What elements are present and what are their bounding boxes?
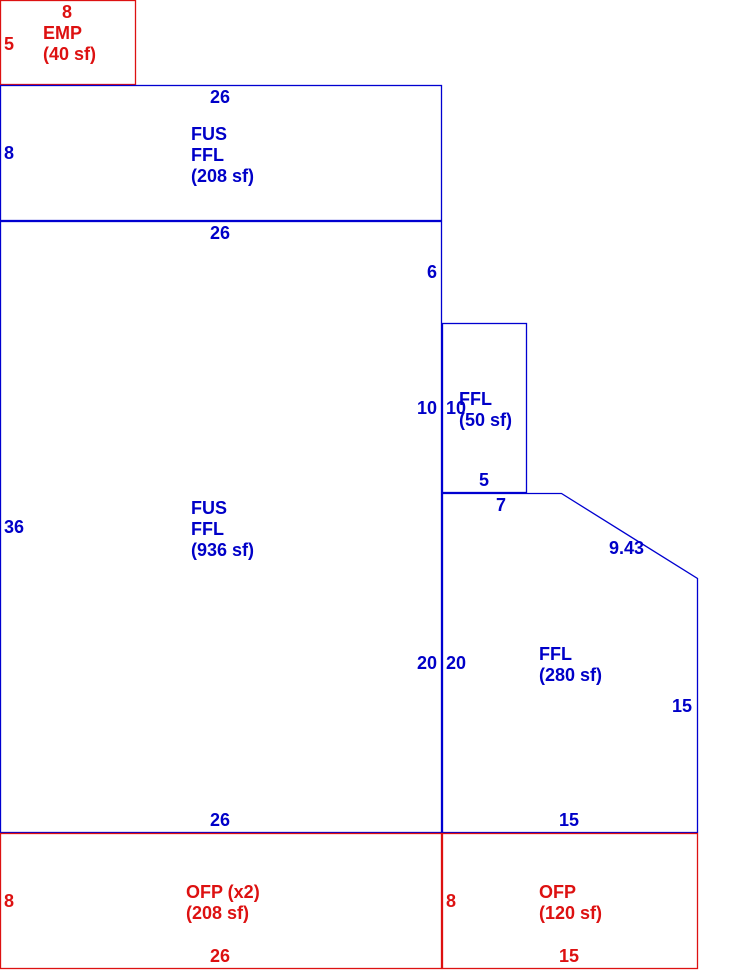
ofp-right-area: (120 sf) [539, 903, 602, 923]
ffl-small-dim-bottom: 5 [479, 470, 489, 490]
fus-main-dim-right-mid: 10 [417, 398, 437, 418]
emp-dim-left: 5 [4, 34, 14, 54]
ofp-left-dim-bottom: 26 [210, 946, 230, 966]
emp-code: EMP [43, 23, 82, 43]
ofp-right-dim-left: 8 [446, 891, 456, 911]
ffl-small-code: FFL [459, 389, 492, 409]
fus-main-dim-right-upper: 6 [427, 262, 437, 282]
ffl-right-dim-bottom: 15 [559, 810, 579, 830]
fus-main-area: (936 sf) [191, 540, 254, 560]
ffl-right-dim-top: 7 [496, 495, 506, 515]
fus-main-dim-bottom: 26 [210, 810, 230, 830]
ofp-left-code: OFP (x2) [186, 882, 260, 902]
ffl-right-dim-right: 15 [672, 696, 692, 716]
ofp-left-area: (208 sf) [186, 903, 249, 923]
fus-top-area: (208 sf) [191, 166, 254, 186]
ffl-right-area: (280 sf) [539, 665, 602, 685]
ffl-small-dim-left: 10 [446, 398, 466, 418]
fus-top-outline [0, 84, 443, 222]
emp-outline [0, 0, 137, 86]
fus-top-dim-left: 8 [4, 143, 14, 163]
ffl-right-dim-diag: 9.43 [609, 538, 644, 558]
ffl-small-outline [441, 322, 528, 494]
ofp-right-outline [441, 832, 699, 970]
fus-top-code1: FUS [191, 124, 227, 144]
ffl-small-area: (50 sf) [459, 410, 512, 430]
ofp-right-code: OFP [539, 882, 576, 902]
fus-top-dim-top: 26 [210, 87, 230, 107]
ffl-right-outline [441, 492, 699, 834]
fus-top-code2: FFL [191, 145, 224, 165]
fus-main-code1: FUS [191, 498, 227, 518]
fus-main-code2: FFL [191, 519, 224, 539]
emp-dim-top: 8 [62, 2, 72, 22]
emp-area: (40 sf) [43, 44, 96, 64]
ffl-right-code: FFL [539, 644, 572, 664]
fus-main-outline [0, 220, 443, 834]
ofp-left-dim-left: 8 [4, 891, 14, 911]
ofp-right-dim-bottom: 15 [559, 946, 579, 966]
ofp-left-outline [0, 832, 443, 970]
ffl-right-dim-left: 20 [446, 653, 466, 673]
fus-main-dim-right-low: 20 [417, 653, 437, 673]
fus-main-dim-left: 36 [4, 517, 24, 537]
fus-main-dim-top: 26 [210, 223, 230, 243]
